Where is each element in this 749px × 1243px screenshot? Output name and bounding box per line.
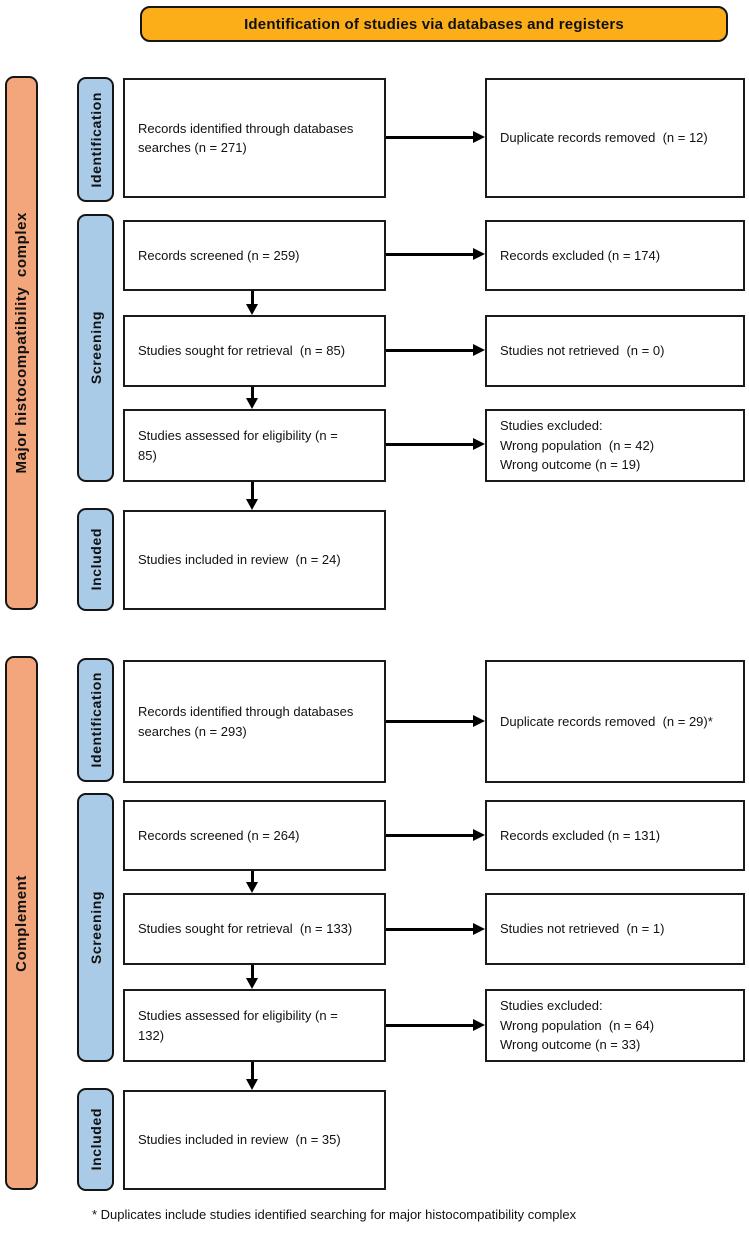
flow-box-sought-2: Studies sought for retrieval (n = 133) — [123, 893, 386, 965]
stage-bar-included-2: Included — [77, 1088, 114, 1191]
flow-box-studies-excluded-1-text: Studies excluded: Wrong population (n = … — [500, 418, 655, 473]
flow-box-not-retrieved-1-text: Studies not retrieved (n = 0) — [500, 343, 665, 359]
flow-box-studies-excluded-2: Studies excluded: Wrong population (n = … — [485, 989, 745, 1062]
stage-bar-screening-1-label: Screening — [87, 311, 104, 385]
stage-bar-identification-2-label: Identification — [87, 672, 104, 768]
flow-box-identified-2-text: Records identified through databases sea… — [138, 704, 354, 739]
arrow-right-identified-2-head — [473, 715, 485, 727]
arrow-down-sought-assessed-2 — [251, 965, 254, 979]
flow-box-included-review-1-text: Studies included in review (n = 24) — [138, 552, 341, 568]
arrow-right-identified-1-head — [473, 131, 485, 143]
arrow-right-screened-2-head — [473, 829, 485, 841]
flow-box-records-excluded-1-text: Records excluded (n = 174) — [500, 247, 661, 263]
arrow-right-sought-2 — [386, 928, 474, 931]
arrow-right-identified-1 — [386, 136, 474, 139]
flow-box-assessed-1: Studies assessed for eligibility (n = 85… — [123, 409, 386, 482]
arrow-right-screened-2 — [386, 834, 474, 837]
banner-title: Identification of studies via databases … — [140, 6, 728, 42]
stage-bar-screening-2-label: Screening — [87, 890, 104, 965]
flow-box-duplicates-removed-1: Duplicate records removed (n = 12) — [485, 78, 745, 198]
flow-box-sought-2-text: Studies sought for retrieval (n = 133) — [138, 921, 353, 937]
arrow-down-assessed-included-1 — [251, 482, 254, 500]
flow-box-studies-excluded-2-text: Studies excluded: Wrong population (n = … — [500, 998, 655, 1053]
flow-box-assessed-2-text: Studies assessed for eligibility (n = 13… — [138, 1008, 338, 1043]
arrow-down-sought-assessed-1 — [251, 387, 254, 400]
arrow-right-sought-1-head — [473, 344, 485, 356]
flow-box-sought-1-text: Studies sought for retrieval (n = 85) — [138, 343, 346, 359]
stage-bar-included-2-label: Included — [87, 1108, 104, 1171]
arrow-down-screened-sought-1-head — [246, 304, 258, 315]
section-bar-complement: Complement — [5, 656, 38, 1190]
flow-box-not-retrieved-2-text: Studies not retrieved (n = 1) — [500, 921, 665, 937]
stage-bar-included-1-label: Included — [87, 528, 104, 591]
flow-box-records-excluded-2: Records excluded (n = 131) — [485, 800, 745, 871]
flow-box-screened-1-text: Records screened (n = 259) — [138, 247, 300, 263]
flow-box-screened-2-text: Records screened (n = 264) — [138, 827, 300, 843]
arrow-right-identified-2 — [386, 720, 474, 723]
flow-box-included-review-2-text: Studies included in review (n = 35) — [138, 1132, 341, 1148]
arrow-right-screened-1-head — [473, 248, 485, 260]
stage-bar-screening-2: Screening — [77, 793, 114, 1062]
stage-bar-screening-1: Screening — [77, 214, 114, 482]
arrow-down-assessed-included-1-head — [246, 499, 258, 510]
section-bar-mhc-label: Major histocompatibility complex — [13, 212, 30, 474]
stage-bar-identification-1: Identification — [77, 77, 114, 202]
arrow-right-assessed-2-head — [473, 1019, 485, 1031]
flow-box-records-excluded-1: Records excluded (n = 174) — [485, 220, 745, 291]
flow-box-identified-1-text: Records identified through databases sea… — [138, 120, 354, 156]
flow-box-not-retrieved-2: Studies not retrieved (n = 1) — [485, 893, 745, 965]
flow-box-identified-1: Records identified through databases sea… — [123, 78, 386, 198]
section-bar-mhc: Major histocompatibility complex — [5, 76, 38, 610]
arrow-down-screened-sought-1 — [251, 291, 254, 305]
arrow-down-screened-sought-2 — [251, 871, 254, 884]
arrow-down-screened-sought-2-head — [246, 882, 258, 893]
arrow-right-screened-1 — [386, 253, 474, 256]
flow-box-screened-1: Records screened (n = 259) — [123, 220, 386, 291]
arrow-down-assessed-included-2 — [251, 1062, 254, 1080]
banner-title-label: Identification of studies via databases … — [244, 15, 624, 33]
flow-box-sought-1: Studies sought for retrieval (n = 85) — [123, 315, 386, 387]
flow-box-not-retrieved-1: Studies not retrieved (n = 0) — [485, 315, 745, 387]
stage-bar-identification-2: Identification — [77, 658, 114, 782]
arrow-right-assessed-1 — [386, 443, 474, 446]
arrow-down-assessed-included-2-head — [246, 1079, 258, 1090]
flow-box-records-excluded-2-text: Records excluded (n = 131) — [500, 827, 661, 843]
arrow-down-sought-assessed-1-head — [246, 398, 258, 409]
flow-box-assessed-1-text: Studies assessed for eligibility (n = 85… — [138, 428, 338, 463]
arrow-right-sought-2-head — [473, 923, 485, 935]
section-bar-complement-label: Complement — [13, 874, 30, 972]
footnote: * Duplicates include studies identified … — [92, 1207, 577, 1222]
arrow-down-sought-assessed-2-head — [246, 978, 258, 989]
arrow-right-assessed-2 — [386, 1024, 474, 1027]
flow-box-duplicates-removed-1-text: Duplicate records removed (n = 12) — [500, 130, 708, 146]
flow-box-identified-2: Records identified through databases sea… — [123, 660, 386, 783]
stage-bar-identification-1-label: Identification — [87, 91, 104, 188]
flow-box-included-review-1: Studies included in review (n = 24) — [123, 510, 386, 610]
flow-box-duplicates-removed-2: Duplicate records removed (n = 29)* — [485, 660, 745, 783]
flow-box-duplicates-removed-2-text: Duplicate records removed (n = 29)* — [500, 713, 713, 729]
stage-bar-included-1: Included — [77, 508, 114, 611]
arrow-right-assessed-1-head — [473, 438, 485, 450]
flow-box-assessed-2: Studies assessed for eligibility (n = 13… — [123, 989, 386, 1062]
flow-box-studies-excluded-1: Studies excluded: Wrong population (n = … — [485, 409, 745, 482]
arrow-right-sought-1 — [386, 349, 474, 352]
flow-box-included-review-2: Studies included in review (n = 35) — [123, 1090, 386, 1190]
flow-box-screened-2: Records screened (n = 264) — [123, 800, 386, 871]
